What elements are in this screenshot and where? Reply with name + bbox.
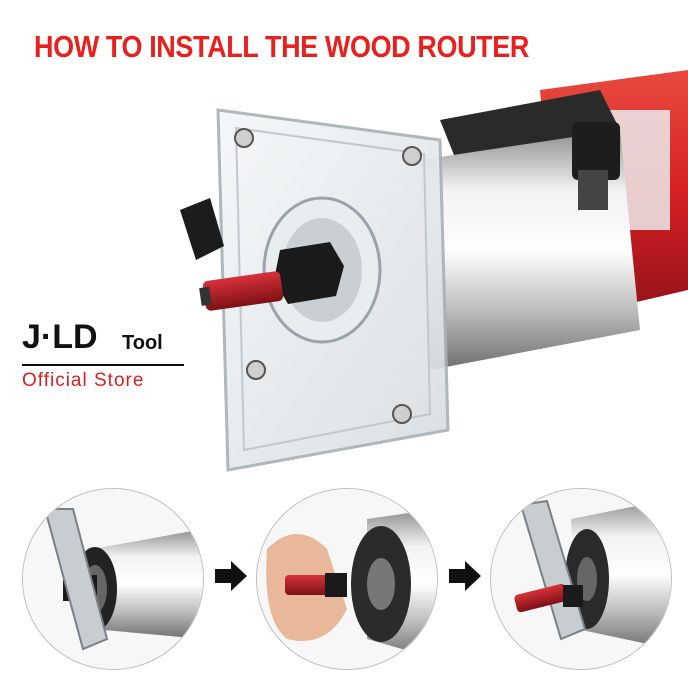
collet-nut — [274, 242, 344, 304]
router-bit — [514, 583, 568, 613]
router-bit — [202, 271, 284, 311]
step-1-image — [22, 488, 204, 670]
wrench — [43, 508, 109, 651]
router-grip — [440, 90, 620, 170]
screw — [392, 404, 412, 424]
brand-divider — [22, 364, 184, 366]
arrow-right-icon — [215, 561, 247, 591]
lock-knob — [572, 122, 620, 180]
page-title: HOW TO INSTALL THE WOOD ROUTER — [34, 30, 529, 64]
screw — [246, 360, 266, 380]
step-3-image — [490, 488, 672, 670]
screw — [234, 128, 254, 148]
brand-logo: J·LD Tool Official Store — [22, 318, 192, 398]
router-product-image — [180, 70, 688, 472]
side-knob — [180, 198, 224, 260]
arrow-right-icon — [449, 561, 481, 591]
brand-subtitle: Official Store — [22, 370, 145, 391]
screw — [402, 146, 422, 166]
brand-suffix: Tool — [122, 332, 163, 354]
step-2-image — [256, 488, 438, 670]
router-bit — [285, 575, 329, 595]
brand-name: J·LD — [22, 318, 98, 356]
